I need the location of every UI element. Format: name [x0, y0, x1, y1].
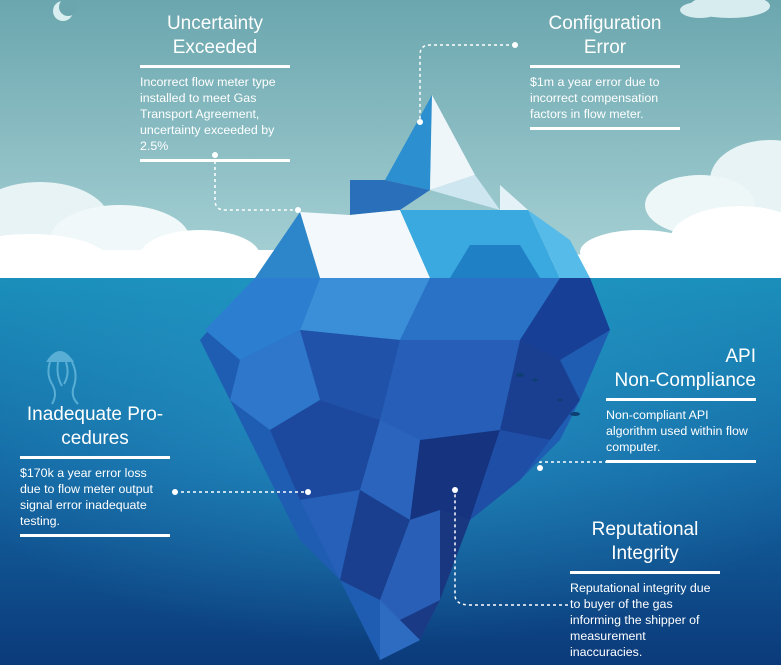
callout-title-line: Error [583, 37, 627, 58]
callout-title: Configuration Error [530, 12, 680, 60]
callout-title: Reputational Integrity [570, 518, 720, 566]
callout-title: Uncertainty Exceeded [140, 12, 290, 60]
callout-rule [20, 456, 170, 459]
callout-title: API Non-Compliance [606, 345, 756, 393]
callout-rule [606, 398, 756, 401]
callout-reputational-integrity: Reputational Integrity Reputational inte… [570, 518, 720, 668]
callout-rule [530, 127, 680, 130]
callout-description: $1m a year error due to incorrect compen… [530, 75, 660, 121]
callout-title: Inadequate Pro- cedures [20, 403, 170, 451]
callout-rule [140, 65, 290, 68]
callout-inadequate-procedures: Inadequate Pro- cedures $170k a year err… [20, 403, 170, 537]
callout-title-line: Uncertainty [166, 13, 264, 34]
callout-rule [570, 571, 720, 574]
callout-description: Non-compliant API algorithm used within … [606, 408, 748, 454]
moon-icon [53, 0, 77, 21]
callout-title-line: Configuration [548, 13, 662, 34]
iceberg-tip [255, 95, 590, 278]
callout-rule [606, 460, 756, 463]
fish-icon [516, 373, 580, 416]
callout-configuration-error: Configuration Error $1m a year error due… [530, 12, 680, 130]
callout-rule [20, 534, 170, 537]
callout-api-non-compliance: API Non-Compliance Non-compliant API alg… [606, 345, 756, 463]
callout-uncertainty-exceeded: Uncertainty Exceeded Incorrect flow mete… [140, 12, 290, 162]
callout-title-line: Reputational [591, 519, 699, 540]
jellyfish-icon [46, 351, 79, 405]
iceberg-underwater [200, 278, 610, 660]
callout-description: $170k a year error loss due to flow mete… [20, 466, 153, 528]
callout-title-line: cedures [61, 428, 129, 449]
connector-dots [172, 42, 543, 495]
callout-title-line: Integrity [611, 543, 679, 564]
callout-description: Reputational integrity due to buyer of t… [570, 581, 711, 659]
callout-title-line: API [725, 346, 756, 367]
callout-rule [140, 159, 290, 162]
callout-title-line: Exceeded [172, 37, 258, 58]
callout-title-line: Inadequate Pro- [26, 404, 164, 425]
callout-description: Incorrect flow meter type installed to m… [140, 75, 276, 153]
cloud-top-right [680, 0, 770, 18]
callout-rule [530, 65, 680, 68]
callout-title-line: Non-Compliance [614, 370, 756, 391]
